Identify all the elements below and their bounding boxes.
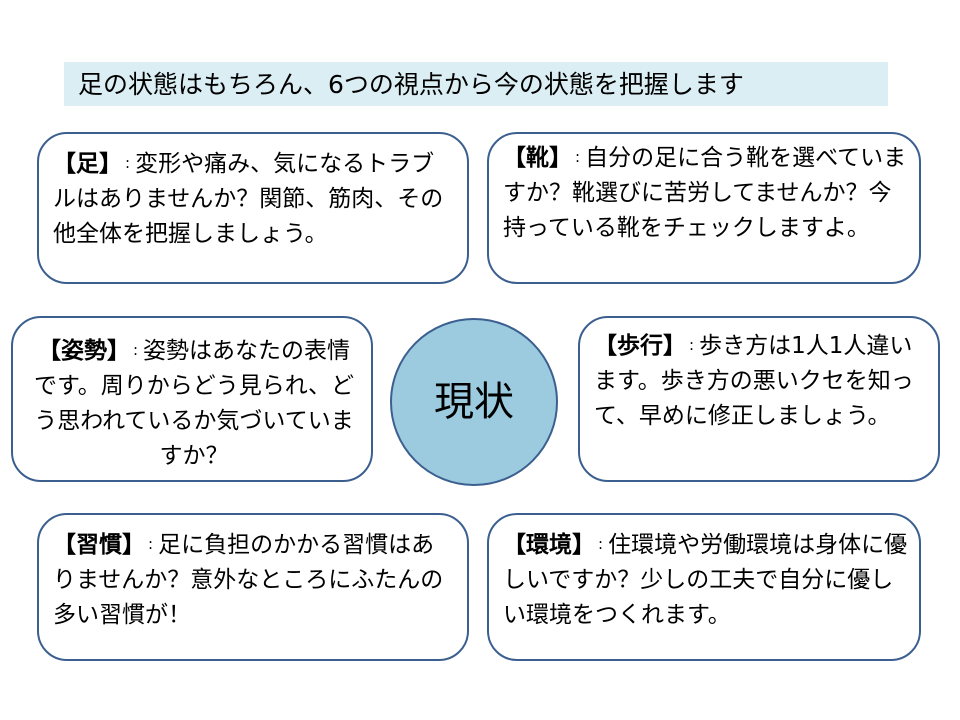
viewpoint-foot-tag: 【足】 xyxy=(53,151,122,177)
viewpoint-environment-separator: : xyxy=(598,535,604,553)
viewpoint-posture-separator: : xyxy=(132,341,139,359)
viewpoint-box-posture: 【姿勢】:姿勢はあなたの表情です。周りからどう見られ、どう思われているか気づいて… xyxy=(11,316,373,482)
viewpoint-environment-description: 住環境や労働環境は身体に優しいですか？少しの工夫で自分に優しい環境をつくれます。 xyxy=(503,532,908,628)
viewpoint-box-environment: 【環境】:住環境や労働環境は身体に優しいですか？少しの工夫で自分に優しい環境をつ… xyxy=(487,513,921,661)
viewpoint-habit-tag: 【習慣】 xyxy=(53,532,145,558)
viewpoint-box-walking: 【歩行】:歩き方は1人1人違います。歩き方の悪いクセを知って、早めに修正しましょ… xyxy=(578,316,940,482)
viewpoint-posture-description: 姿勢はあなたの表情です。周りからどう見られ、どう思われているか気づいていますか？ xyxy=(34,338,354,469)
viewpoint-posture-tag: 【姿勢】 xyxy=(37,338,130,364)
viewpoint-box-foot: 【足】:変形や痛み、気になるトラブルはありませんか？関節、筋肉、その他全体を把握… xyxy=(37,132,469,284)
center-circle: 現状 xyxy=(390,318,558,486)
viewpoint-shoes-separator: : xyxy=(575,148,581,166)
viewpoint-walking-separator: : xyxy=(689,336,695,354)
center-label: 現状 xyxy=(434,379,514,425)
viewpoint-posture-text: 【姿勢】:姿勢はあなたの表情です。周りからどう見られ、どう思われているか気づいて… xyxy=(27,333,361,474)
viewpoint-box-habit: 【習慣】:足に負担のかかる習慣はありませんか？意外なところにふたんの多い習慣が！ xyxy=(37,513,469,661)
viewpoint-box-shoes: 【靴】:自分の足に合う靴を選べていますか？靴選びに苦労してませんか？今持っている… xyxy=(487,132,921,284)
viewpoint-environment-tag: 【環境】 xyxy=(503,532,595,558)
viewpoint-habit-text: 【習慣】:足に負担のかかる習慣はありませんか？意外なところにふたんの多い習慣が！ xyxy=(53,527,457,633)
page-title: 足の状態はもちろん、6つの視点から今の状態を把握します xyxy=(64,62,888,106)
viewpoint-shoes-text: 【靴】:自分の足に合う靴を選べていますか？靴選びに苦労してませんか？今持っている… xyxy=(503,140,909,246)
viewpoint-walking-tag: 【歩行】 xyxy=(594,333,686,359)
viewpoint-shoes-description: 自分の足に合う靴を選べていますか？靴選びに苦労してませんか？今持っている靴をチェ… xyxy=(503,145,907,241)
viewpoint-shoes-tag: 【靴】 xyxy=(503,145,572,171)
viewpoint-walking-description: 歩き方は1人1人違います。歩き方の悪いクセを知って、早めに修正しましょう。 xyxy=(594,333,914,429)
viewpoint-foot-description: 変形や痛み、気になるトラブルはありませんか？関節、筋肉、その他全体を把握しましょ… xyxy=(53,151,444,247)
viewpoint-environment-text: 【環境】:住環境や労働環境は身体に優しいですか？少しの工夫で自分に優しい環境をつ… xyxy=(503,527,909,633)
viewpoint-foot-text: 【足】:変形や痛み、気になるトラブルはありませんか？関節、筋肉、その他全体を把握… xyxy=(53,146,457,252)
viewpoint-habit-separator: : xyxy=(148,535,154,553)
title-text: 足の状態はもちろん、6つの視点から今の状態を把握します xyxy=(78,69,744,99)
viewpoint-habit-description: 足に負担のかかる習慣はありませんか？意外なところにふたんの多い習慣が！ xyxy=(53,532,444,628)
viewpoint-foot-separator: : xyxy=(125,154,131,172)
viewpoint-walking-text: 【歩行】:歩き方は1人1人違います。歩き方の悪いクセを知って、早めに修正しましょ… xyxy=(594,328,928,434)
